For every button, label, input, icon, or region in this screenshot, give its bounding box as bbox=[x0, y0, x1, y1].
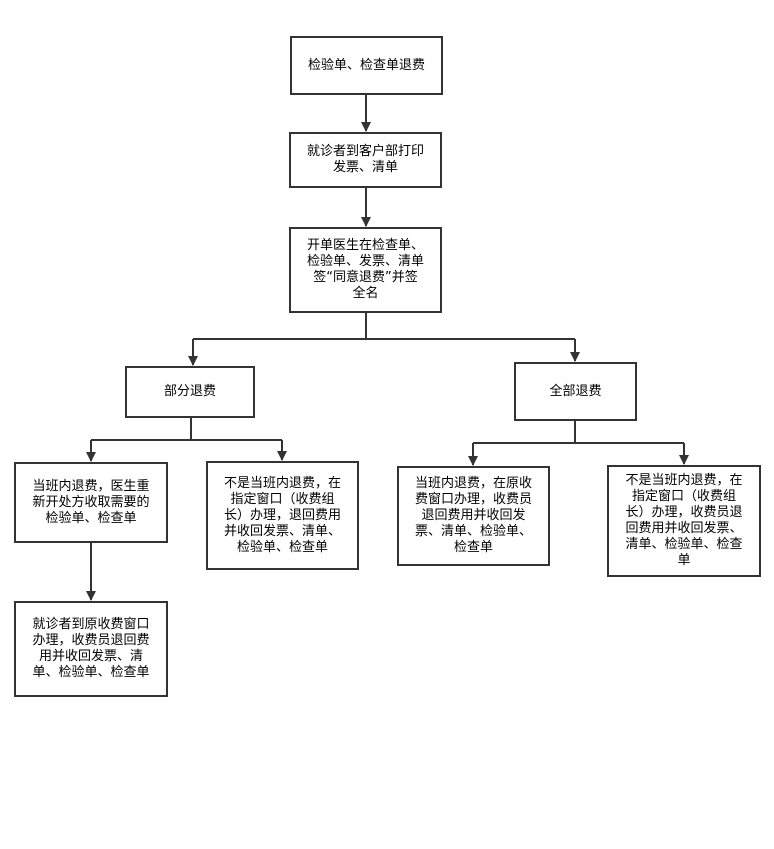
node-label: 当班内退费，医生重 新开处方收取需要的 检验单、检查单 bbox=[32, 478, 150, 526]
node-print-invoice-list: 就诊者到客户部打印 发票、清单 bbox=[289, 132, 442, 188]
node-full-same-shift: 当班内退费，在原收 费窗口办理，收费员 退回费用并收回发 票、清单、检验单、 检… bbox=[397, 466, 550, 566]
node-refund-lab-exam: 检验单、检查单退费 bbox=[290, 36, 443, 95]
node-label: 当班内退费，在原收 费窗口办理，收费员 退回费用并收回发 票、清单、检验单、 检… bbox=[414, 476, 532, 555]
node-partial-same-shift-window: 就诊者到原收费窗口 办理，收费员退回费 用并收回发票、清 单、检验单、检查单 bbox=[14, 601, 168, 697]
node-label: 不是当班内退费，在 指定窗口（收费组 长）办理，收费员退 回费用并收回发票、 清… bbox=[625, 473, 743, 568]
node-full-other-shift: 不是当班内退费，在 指定窗口（收费组 长）办理，收费员退 回费用并收回发票、 清… bbox=[607, 465, 761, 577]
node-label: 就诊者到客户部打印 发票、清单 bbox=[306, 144, 424, 175]
node-doctor-sign: 开单医生在检查单、 检验单、发票、清单 签“同意退费”并签 全名 bbox=[289, 227, 442, 313]
node-full-refund: 全部退费 bbox=[514, 362, 637, 421]
node-label: 不是当班内退费，在 指定窗口（收费组 长）办理，退回费用 并收回发票、清单、 检… bbox=[223, 475, 341, 555]
node-label: 开单医生在检查单、 检验单、发票、清单 签“同意退费”并签 全名 bbox=[306, 238, 424, 301]
node-label: 全部退费 bbox=[549, 383, 602, 399]
node-label: 部分退费 bbox=[163, 384, 216, 399]
node-partial-same-shift: 当班内退费，医生重 新开处方收取需要的 检验单、检查单 bbox=[14, 462, 168, 543]
node-label: 检验单、检查单退费 bbox=[307, 57, 425, 73]
node-partial-refund: 部分退费 bbox=[125, 366, 255, 418]
node-label: 就诊者到原收费窗口 办理，收费员退回费 用并收回发票、清 单、检验单、检查单 bbox=[32, 617, 150, 680]
node-partial-other-shift: 不是当班内退费，在 指定窗口（收费组 长）办理，退回费用 并收回发票、清单、 检… bbox=[206, 461, 359, 570]
